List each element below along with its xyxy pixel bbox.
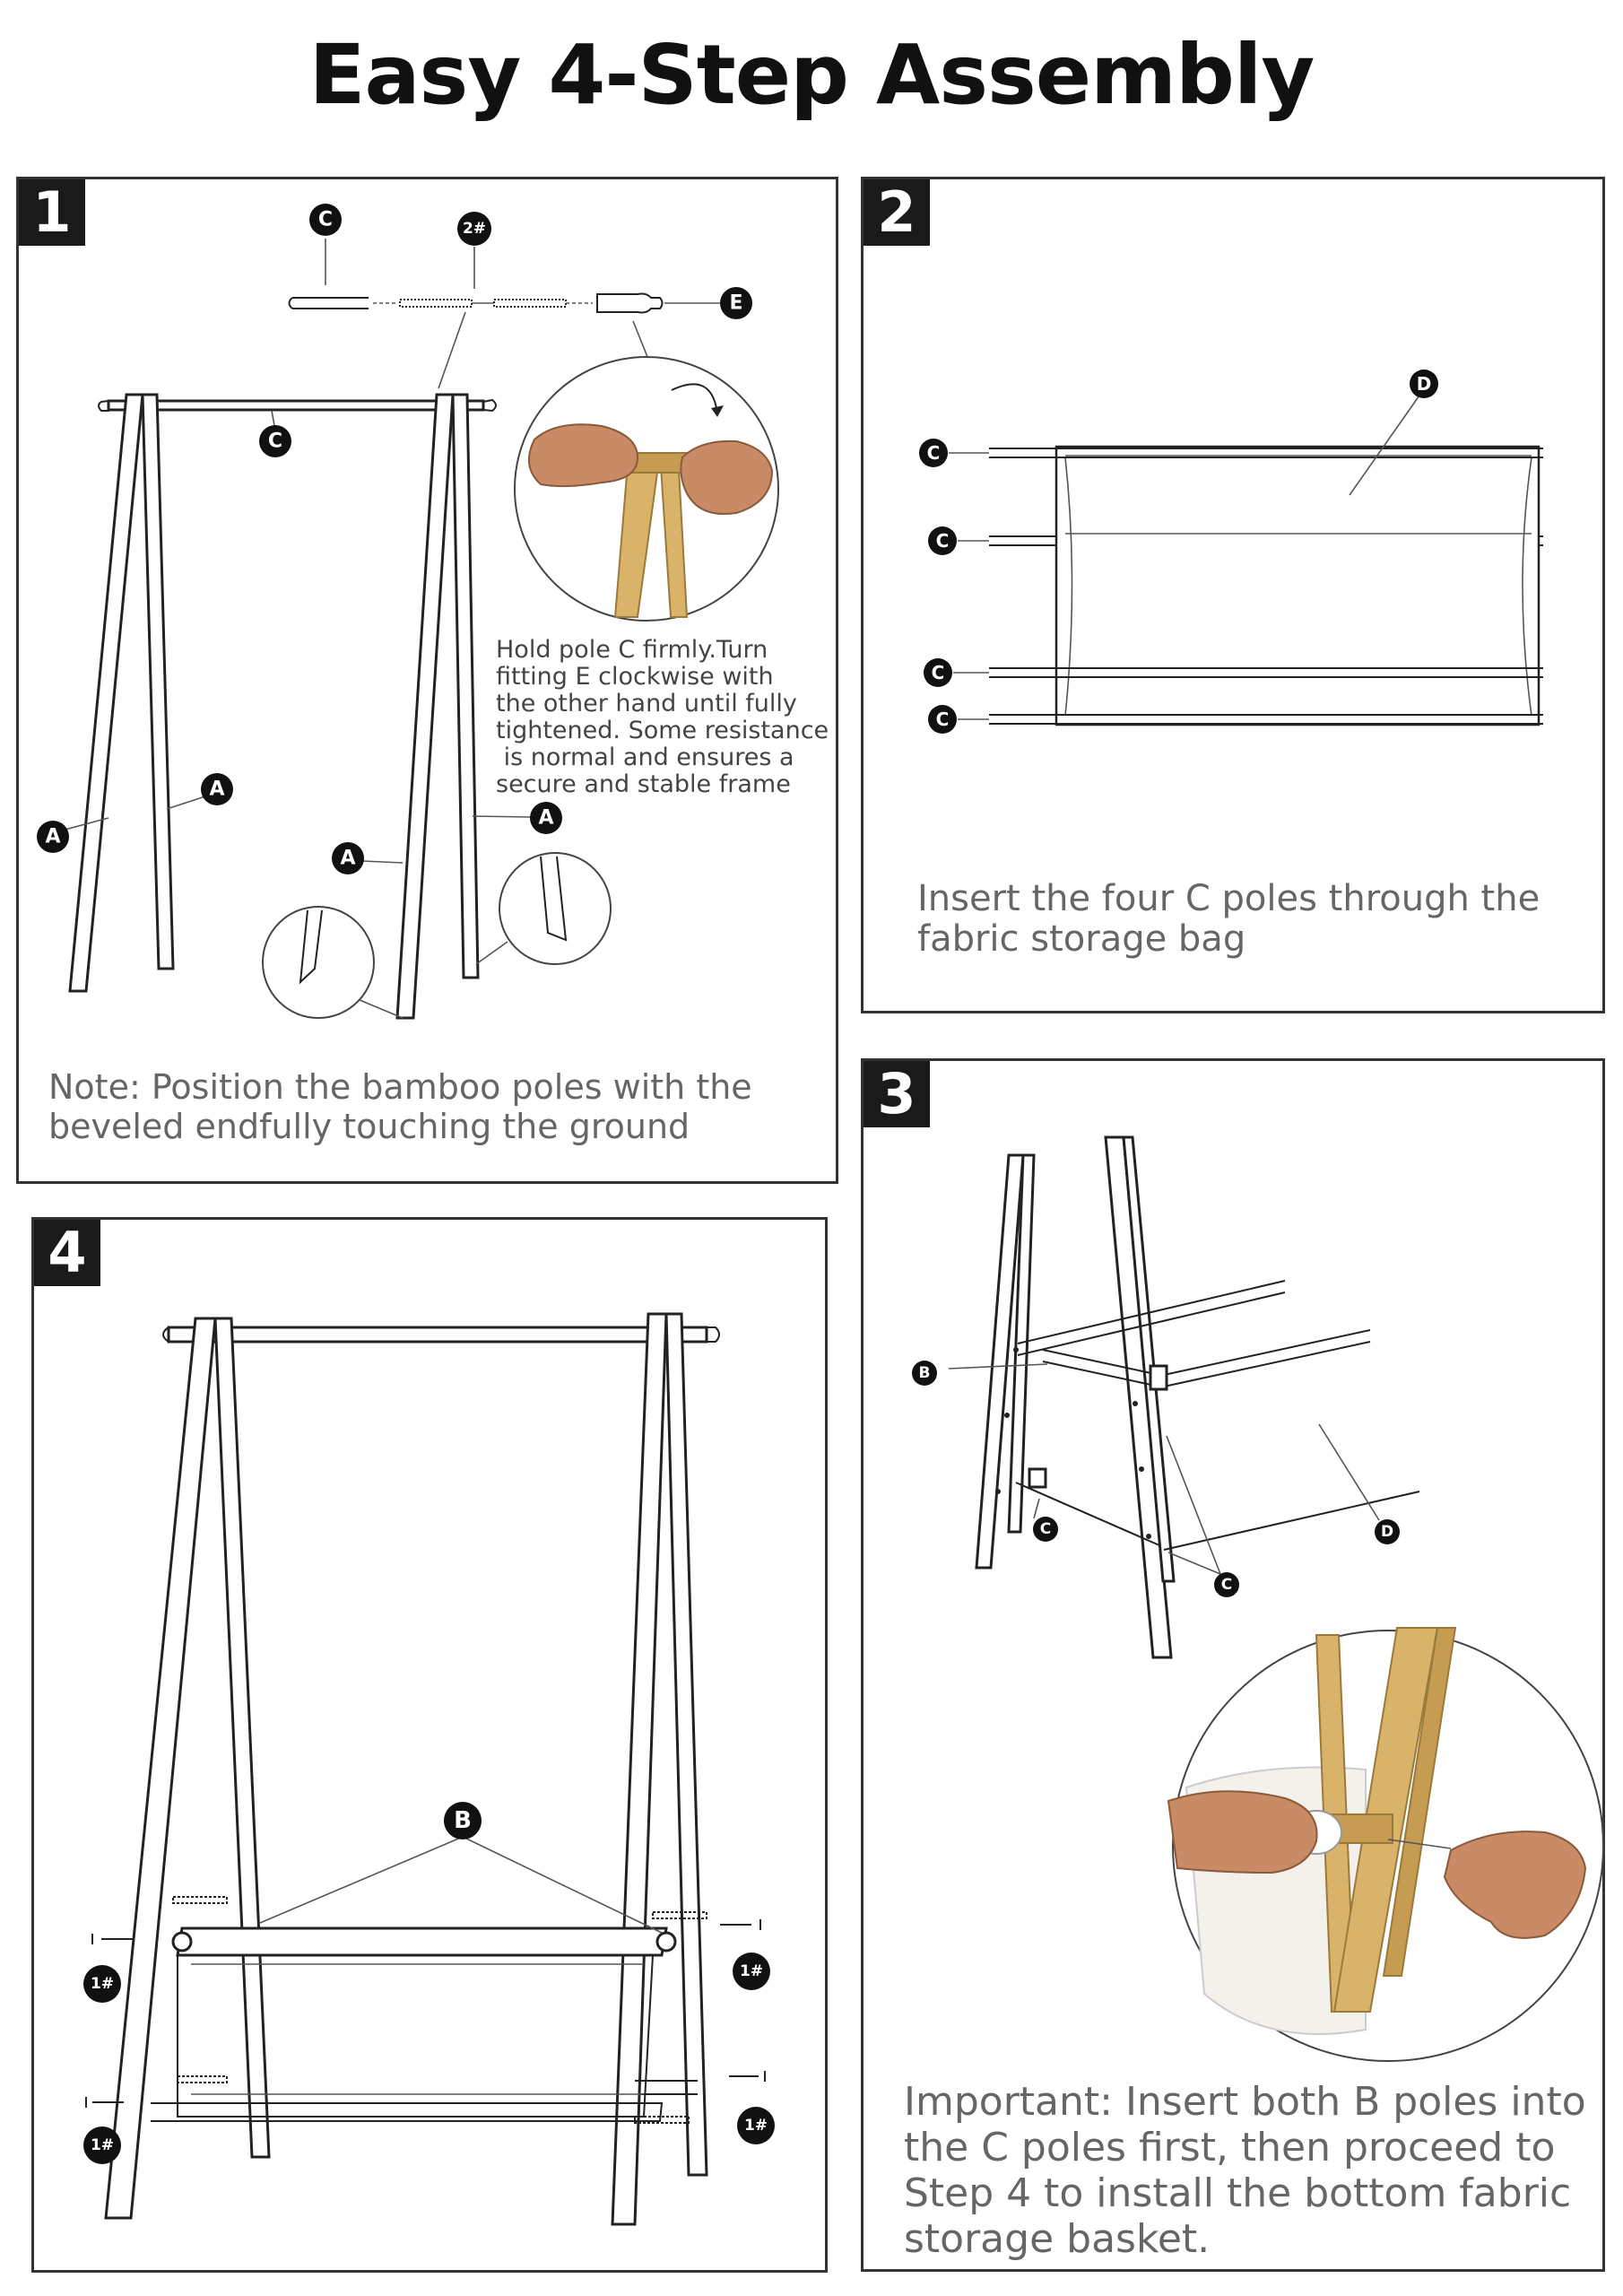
svg-text:C: C: [268, 430, 282, 453]
svg-text:C: C: [936, 709, 950, 730]
page-title: Easy 4-Step Assembly: [308, 27, 1315, 123]
hand-detail-circle: [514, 356, 779, 622]
step-2-panel: 2 C C C C: [861, 177, 1605, 1013]
label-1-screw-bottom-right: 1#: [737, 2107, 775, 2144]
svg-text:D: D: [1381, 1523, 1393, 1541]
step-3-panel: 3 B C C: [861, 1058, 1605, 2272]
step-1-number: 1: [19, 179, 85, 246]
svg-text:1#: 1#: [740, 1962, 763, 1980]
label-c-pole-2: C: [928, 526, 989, 555]
step-4-number: 4: [34, 1220, 100, 1286]
step-4-panel: 4: [31, 1217, 828, 2273]
label-d-fabric: D: [1318, 1423, 1400, 1544]
frame-legs: [975, 1135, 1176, 1659]
svg-text:C: C: [932, 662, 945, 683]
instruction-line-6: secure and stable frame: [496, 770, 791, 798]
label-c-pole-4: C: [928, 705, 989, 734]
label-1-screw-top-left: 1#: [83, 1965, 121, 2003]
svg-text:C: C: [927, 442, 941, 464]
label-b-center: B: [259, 1802, 663, 1934]
label-a-right-inner: A: [472, 802, 562, 834]
rack-frame: [68, 393, 497, 1020]
instruction-line-2: fitting E clockwise with: [496, 663, 774, 691]
label-a-right-outer: A: [332, 842, 404, 874]
svg-text:D: D: [1417, 373, 1432, 395]
svg-text:C: C: [1040, 1520, 1051, 1538]
svg-text:A: A: [538, 807, 553, 830]
step-4-diagram: B 1# 1# 1# 1#: [83, 1312, 775, 2226]
step-2-caption: Insert the four C poles through the fabr…: [917, 878, 1551, 960]
svg-text:1#: 1#: [91, 1975, 114, 1993]
label-2-screw: 2#: [457, 212, 491, 289]
svg-text:A: A: [45, 826, 60, 848]
step-1-instruction: Hold pole C firmly.Turn fitting E clockw…: [496, 636, 837, 798]
label-e: E: [664, 287, 752, 319]
instruction-line-1: Hold pole C firmly.Turn: [496, 636, 768, 664]
label-c-top: C: [309, 204, 342, 285]
svg-text:C: C: [936, 530, 950, 552]
step-2-diagram: C C C C D Insert the four C poles throug…: [917, 370, 1551, 960]
step-2-number: 2: [864, 179, 930, 246]
c-poles: [989, 448, 1543, 725]
label-c-left: C: [1033, 1498, 1058, 1542]
screws: [85, 1896, 766, 2124]
label-c-pole-3: C: [924, 658, 989, 687]
svg-text:A: A: [340, 848, 355, 870]
label-a-left-inner: A: [166, 773, 233, 810]
svg-text:B: B: [919, 1364, 931, 1382]
step-3-diagram: B C C D Important: In: [904, 1135, 1604, 2262]
insert-detail-circle: [1167, 1627, 1604, 2062]
label-1-screw-bottom-left: 1#: [83, 2126, 121, 2164]
fabric-bag: [1055, 445, 1541, 726]
svg-text:C: C: [318, 209, 333, 231]
step-1-caption: Note: Position the bamboo poles with the…: [48, 1067, 752, 1146]
step-3-number: 3: [864, 1061, 930, 1127]
exploded-pole-parts: [288, 292, 664, 314]
label-b-pole: B: [912, 1361, 1048, 1386]
step-1-panel: 1 C 2# E: [16, 177, 838, 1184]
poles-and-fabric: [995, 1280, 1420, 1551]
label-c-frame: C: [259, 410, 291, 457]
svg-text:B: B: [454, 1807, 472, 1834]
svg-text:1#: 1#: [744, 2117, 768, 2135]
label-c-right: C: [1166, 1435, 1239, 1597]
svg-text:2#: 2#: [463, 220, 486, 238]
step-1-diagram: C 2# E C A: [37, 204, 837, 1020]
svg-text:C: C: [1221, 1576, 1232, 1594]
label-c-pole-1: C: [919, 439, 989, 467]
label-a-left-outer: A: [37, 817, 109, 853]
bevel-detail-right: [475, 852, 612, 965]
svg-text:E: E: [729, 292, 742, 315]
assembled-rack: [104, 1312, 720, 2226]
label-d-bag: D: [1349, 370, 1438, 496]
svg-text:1#: 1#: [91, 2136, 114, 2154]
bevel-detail-left: [262, 906, 404, 1019]
instruction-line-5: is normal and ensures a: [496, 744, 794, 771]
instruction-line-3: the other hand until fully: [496, 690, 797, 718]
step-3-caption: Important: Insert both B poles into the …: [904, 2079, 1599, 2262]
instruction-line-4: tightened. Some resistance: [496, 717, 829, 744]
label-1-screw-top-right: 1#: [733, 1952, 770, 1990]
svg-text:A: A: [209, 778, 224, 801]
